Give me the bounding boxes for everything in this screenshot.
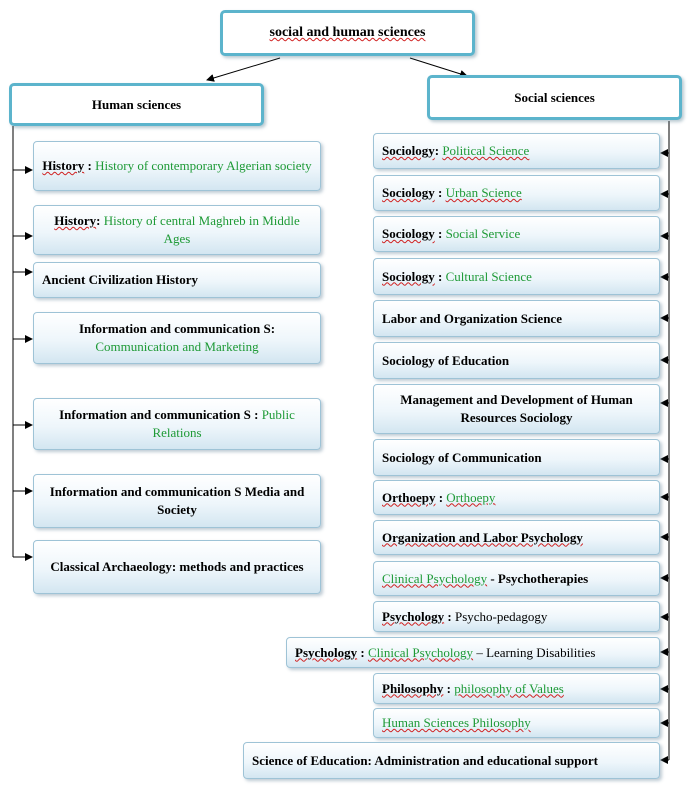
social-item-13: Psychology : Clinical Psychology – Learn… [286, 637, 660, 668]
social-item-7: Management and Development of Human Reso… [373, 384, 660, 434]
social-item-15: Human Sciences Philosophy [373, 708, 660, 738]
social-item-2: Sociology : Urban Science [373, 175, 660, 211]
social-item-6: Sociology of Education [373, 342, 660, 379]
human-item-5: Information and communication S : Public… [33, 398, 321, 450]
human-item-7: Classical Archaeology: methods and pract… [33, 540, 321, 594]
human-item-3: Ancient Civilization History [33, 262, 321, 298]
social-item-9: Orthoepy : Orthoepy [373, 480, 660, 515]
human-sciences-title: Human sciences [91, 96, 182, 112]
social-item-10: Organization and Labor Psychology [373, 520, 660, 555]
human-item-6: Information and communication S Media an… [33, 474, 321, 528]
social-item-8: Sociology of Communication [373, 439, 660, 476]
social-item-5: Labor and Organization Science [373, 300, 660, 337]
arrow-root-to-social [409, 57, 468, 78]
human-item-1: History : History of contemporary Algeri… [33, 141, 321, 191]
social-item-4: Sociology : Cultural Science [373, 258, 660, 295]
social-item-11: Clinical Psychology - Psychotherapies [373, 561, 660, 596]
social-item-1: Sociology: Political Science [373, 133, 660, 169]
human-item-4: Information and communication S: Communi… [33, 312, 321, 364]
arrow-root-to-human [206, 57, 281, 82]
social-item-14: Philosophy : philosophy of Values [373, 673, 660, 704]
human-sciences-node: Human sciences [9, 83, 264, 126]
social-sciences-node: Social sciences [427, 75, 682, 120]
social-item-3: Sociology : Social Service [373, 216, 660, 252]
human-item-2: History: History of central Maghreb in M… [33, 205, 321, 255]
root-title: social and human sciences [269, 25, 426, 40]
social-item-16: Science of Education: Administration and… [243, 742, 660, 779]
root-node: social and human sciences [220, 10, 475, 56]
social-item-12: Psychology : Psycho-pedagogy [373, 601, 660, 632]
social-sciences-title: Social sciences [514, 89, 595, 105]
